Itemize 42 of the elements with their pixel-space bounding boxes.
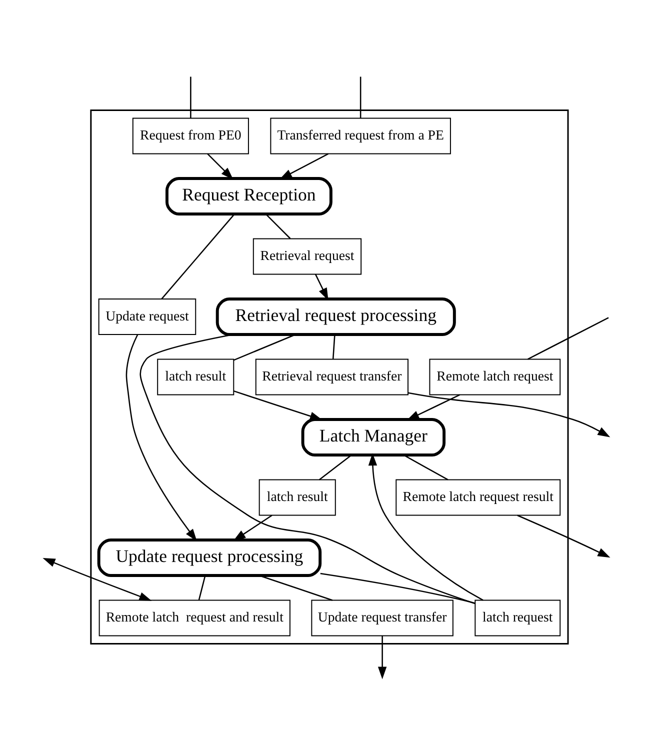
connector — [527, 316, 609, 360]
node-box: latch result — [258, 478, 336, 516]
node-box: Update request — [98, 298, 196, 335]
arrow — [408, 392, 610, 437]
node-box: Latch Manager — [301, 418, 446, 456]
node-box: latch result — [157, 358, 234, 395]
arrow — [234, 390, 322, 420]
arrow — [42, 558, 152, 600]
cluster — [90, 109, 569, 644]
node-box: Update request processing — [97, 538, 322, 577]
node-box: Transferred request from a PE — [270, 117, 451, 154]
node-box: Remote latch request — [429, 358, 561, 395]
node-box: Update request transfer — [311, 599, 454, 636]
connector — [318, 454, 352, 480]
node-box: Retrieval request transfer — [255, 358, 408, 395]
connector — [233, 334, 296, 360]
arrow — [368, 452, 484, 600]
arrow — [406, 394, 460, 420]
arrow — [126, 334, 197, 541]
connector — [190, 76, 192, 118]
connector — [198, 574, 206, 600]
arrow — [314, 274, 328, 300]
arrow — [378, 635, 387, 679]
node-box: Remote latch request and result — [98, 599, 290, 636]
arrow — [207, 152, 234, 180]
connector — [140, 333, 476, 604]
connector — [259, 574, 333, 600]
connector — [320, 572, 476, 604]
node-box: Request from PE0 — [132, 117, 249, 154]
connector — [161, 213, 235, 299]
connector — [332, 334, 336, 359]
arrow — [233, 514, 272, 541]
node-box: Request Reception — [166, 176, 332, 215]
connector — [265, 213, 291, 238]
node-box: Retrieval request — [252, 238, 362, 274]
arrow — [517, 514, 610, 558]
connector — [403, 454, 448, 480]
connector — [360, 76, 362, 118]
node-box: Retrieval request processing — [216, 296, 456, 336]
node-box: Remote latch request result — [396, 478, 561, 516]
node-box: latch request — [474, 599, 561, 636]
arrow — [279, 152, 329, 179]
